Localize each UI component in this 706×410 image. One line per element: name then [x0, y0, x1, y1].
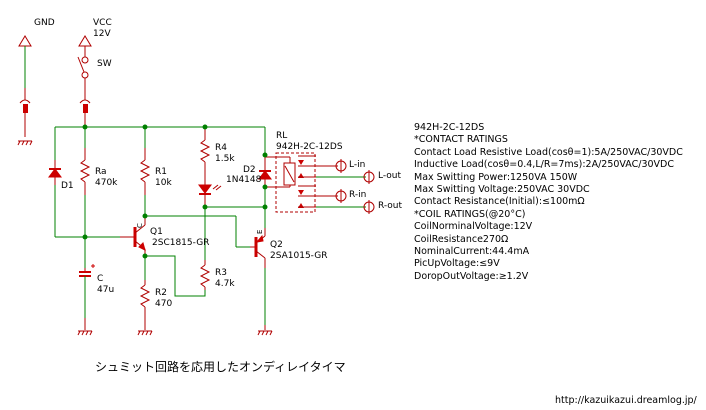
diagram-caption: シュミット回路を応用したオンディレイタイマ — [95, 360, 346, 374]
diode-d2 — [258, 155, 272, 187]
q2-pin-e: E — [256, 230, 264, 234]
terminal-r-out-label: R-out — [378, 201, 403, 211]
junction-nodes — [82, 124, 268, 259]
terminal-r-in-label: R-in — [349, 190, 366, 200]
spec-line: *CONTACT RATINGS — [414, 134, 508, 146]
d2-label: D2 — [243, 165, 256, 175]
spec-line: Contact Load Resistive Load(cosθ=1):5A/2… — [414, 146, 683, 158]
spec-line: CoilResistance270Ω — [414, 233, 509, 245]
switch-label: SW — [97, 59, 112, 69]
ground-icon — [77, 330, 93, 336]
c-label: C — [97, 274, 103, 284]
spec-line: CoilNorminalVoltage:12V — [414, 221, 533, 233]
connector-icon — [79, 99, 91, 104]
terminal-l-in-label: L-in — [349, 160, 365, 170]
vcc-label: VCC — [93, 18, 112, 28]
vcc-arrow-icon — [78, 35, 92, 47]
q1-pin-c: C — [136, 223, 144, 228]
r3-value: 4.7k — [215, 279, 235, 289]
source-url: http://kazuikazui.dreamlog.jp/ — [555, 395, 697, 406]
transistor-q2 — [250, 228, 273, 336]
spec-line: PicUpVoltage:≤9V — [414, 258, 500, 270]
q1-value: 2SC1815-GR — [152, 238, 209, 248]
spec-line: 942H-2C-12DS — [414, 122, 485, 133]
terminal-r-in-icon[interactable] — [335, 189, 347, 203]
terminal-r-out-icon[interactable] — [363, 200, 375, 214]
r4-value: 1.5k — [215, 154, 235, 164]
spec-line: Max Switting Voltage:250VAC 30VDC — [414, 183, 590, 195]
ground-icon — [137, 330, 153, 336]
ra-value: 470k — [95, 178, 118, 188]
c-value: 47u — [97, 285, 114, 295]
led — [198, 184, 222, 207]
q1-label: Q1 — [150, 227, 163, 237]
q2-value: 2SA1015-GR — [270, 251, 327, 261]
spec-line: Max Switting Power:1250VA 150W — [414, 171, 578, 183]
relay-specs: 942H-2C-12DS *CONTACT RATINGS Contact Lo… — [414, 122, 683, 283]
ra-label: Ra — [95, 167, 107, 177]
resistor-r4 — [199, 127, 211, 185]
resistor-r2 — [137, 255, 206, 336]
resistor-r3 — [199, 260, 211, 290]
gnd-label: GND — [34, 18, 55, 28]
ground-icon — [257, 330, 273, 336]
q2-label: Q2 — [270, 240, 283, 250]
spec-line: Contact Resistance(Initial):≤100mΩ — [414, 196, 585, 208]
spec-line: *COIL RATINGS(@20°C) — [414, 208, 526, 220]
relay-label: RL — [276, 131, 287, 141]
terminals — [335, 159, 375, 214]
wire-q1c-q2b — [145, 215, 250, 248]
d1-label: D1 — [61, 181, 74, 191]
gnd-supply — [17, 35, 33, 146]
diode-d1 — [48, 160, 62, 185]
terminal-l-out-label: L-out — [378, 171, 401, 181]
r4-label: R4 — [215, 143, 227, 153]
relay-value: 942H-2C-12DS — [276, 142, 343, 152]
r1-label: R1 — [155, 167, 167, 177]
resistor-r1 — [139, 127, 151, 216]
r1-value: 10k — [155, 178, 172, 188]
vcc-value: 12V — [93, 29, 111, 39]
terminal-l-in-icon[interactable] — [335, 159, 347, 173]
resistor-ra — [79, 127, 91, 237]
connector-icon — [19, 99, 31, 104]
spec-line: Inductive Load(cosθ=0.4,L/R=7ms):2A/250V… — [414, 159, 675, 171]
mid-rail — [204, 187, 266, 260]
spec-line: NominalCurrent:44.4mA — [414, 245, 530, 257]
vcc-supply — [77, 35, 92, 127]
r2-label: R2 — [155, 288, 167, 298]
ground-icon — [17, 140, 33, 146]
switch-lever[interactable] — [77, 56, 85, 73]
r3-label: R3 — [215, 268, 227, 278]
transistor-q1 — [120, 216, 146, 256]
d2-value: 1N4148 — [226, 175, 262, 185]
capacitor-c — [77, 237, 95, 336]
spec-line: DoropOutVoltage:≥1.2V — [414, 270, 529, 282]
relay-rl — [265, 152, 366, 213]
r2-value: 470 — [155, 299, 172, 309]
terminal-l-out-icon[interactable] — [363, 170, 375, 184]
gnd-arrow-icon — [18, 35, 32, 47]
